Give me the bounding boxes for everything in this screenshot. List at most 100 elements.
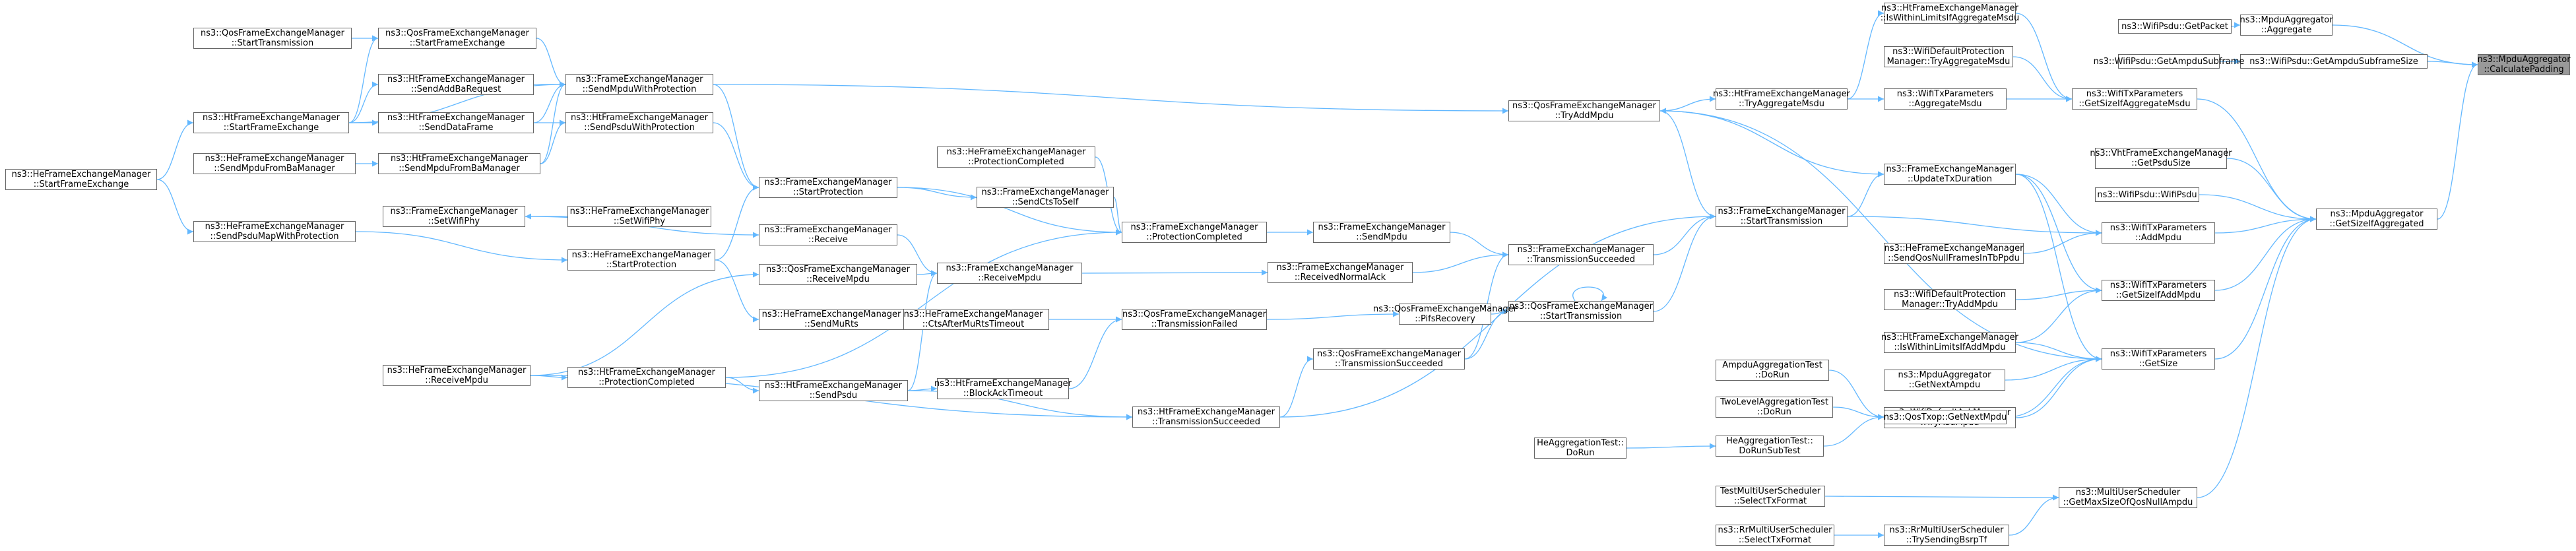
- graph-node-he-agg-sub[interactable]: HeAggregationTest::DoRunSubTest: [1716, 436, 1824, 457]
- graph-node-label: Manager::TryAddMpdu: [1902, 300, 1998, 309]
- graph-node-send-mu-rts[interactable]: ns3::HeFrameExchangeManager::SendMuRts: [759, 309, 904, 330]
- graph-node-mpdu-get-next[interactable]: ns3::MpduAggregator::GetNextAmpdu: [1884, 370, 2005, 391]
- graph-node-cts-after-mu[interactable]: ns3::HeFrameExchangeManager::CtsAfterMuR…: [897, 309, 1049, 330]
- graph-node-label: ::SendMuRts: [804, 319, 858, 329]
- graph-node-label: ns3::HtFrameExchangeManager: [1713, 89, 1850, 99]
- graph-node-qos-try-add-mpdu[interactable]: ns3::QosFrameExchangeManager::TryAddMpdu: [1508, 100, 1660, 121]
- graph-node-label: ns3::WifiPsdu::GetAmpduSubframe: [2093, 56, 2245, 67]
- graph-node-rr-select[interactable]: ns3::RrMultiUserScheduler::SelectTxForma…: [1716, 525, 1834, 546]
- graph-node-receive-mpdu[interactable]: ns3::FrameExchangeManager::ReceiveMpdu: [937, 263, 1082, 284]
- graph-node-get-ampdu-sub[interactable]: ns3::WifiPsdu::GetAmpduSubframe: [2094, 54, 2244, 69]
- graph-node-agg[interactable]: ns3::MpduAggregator::Aggregate: [2239, 15, 2333, 36]
- graph-node-label: ::GetNextAmpdu: [1908, 380, 1981, 390]
- graph-node-two-level[interactable]: TwoLevelAggregationTest::DoRun: [1716, 397, 1833, 418]
- graph-node-label: ::ProtectionCompleted: [968, 157, 1064, 167]
- call-edge: [2214, 216, 2317, 234]
- graph-node-update-tx[interactable]: ns3::FrameExchangeManager::UpdateTxDurat…: [1884, 164, 2016, 185]
- graph-node-get-size-if-agg-msdu[interactable]: ns3::WifiTxParameters::GetSizeIfAggregat…: [2072, 88, 2197, 110]
- graph-node-label: ::GetSizeIfAggregated: [2329, 219, 2424, 229]
- graph-node-send-qos-null[interactable]: ns3::HeFrameExchangeManager::SendQosNull…: [1884, 243, 2024, 264]
- graph-node-label: ns3::QosFrameExchangeManager: [1512, 101, 1656, 111]
- graph-node-he-agg-run[interactable]: HeAggregationTest::DoRun: [1534, 438, 1626, 459]
- graph-node-is-within-add[interactable]: ns3::HtFrameExchangeManager::IsWithinLim…: [1881, 332, 2018, 353]
- graph-node-he-set-wifi-phy[interactable]: ns3::HeFrameExchangeManager::SetWifiPhy: [567, 206, 711, 227]
- graph-node-send-mpdu-prot[interactable]: ns3::FrameExchangeManager::SendMpduWithP…: [565, 74, 713, 95]
- graph-node-get-size-if-agg[interactable]: ns3::MpduAggregator::GetSizeIfAggregated: [2316, 209, 2437, 230]
- graph-node-block-ack[interactable]: ns3::HtFrameExchangeManager::BlockAckTim…: [934, 378, 1072, 399]
- graph-node-he-send-psdu-map[interactable]: ns3::HeFrameExchangeManager::SendPsduMap…: [193, 221, 356, 242]
- graph-node-add-mpdu[interactable]: ns3::WifiTxParameters::AddMpdu: [2102, 222, 2215, 243]
- graph-node-qos-recv-mpdu[interactable]: ns3::QosFrameExchangeManager::ReceiveMpd…: [759, 264, 917, 285]
- graph-node-qos-start-tx[interactable]: ns3::QosFrameExchangeManager::StartTrans…: [1508, 301, 1654, 322]
- graph-node-set-wifi-phy[interactable]: ns3::FrameExchangeManager::SetWifiPhy: [383, 206, 525, 227]
- graph-node-qos-tx-succ[interactable]: ns3::QosFrameExchangeManager::Transmissi…: [1313, 348, 1465, 370]
- graph-node-label: ::ProtectionCompleted: [598, 377, 695, 387]
- graph-node-get-ampdu-size[interactable]: ns3::WifiPsdu::GetAmpduSubframeSize: [2240, 54, 2428, 69]
- graph-node-ht-start-fe[interactable]: ns3::HtFrameExchangeManager::StartFrameE…: [193, 112, 349, 133]
- graph-node-send-mpdu[interactable]: ns3::FrameExchangeManager::SendMpdu: [1313, 222, 1450, 243]
- call-edge: [897, 187, 977, 201]
- graph-node-label: ns3::FrameExchangeManager: [1130, 222, 1258, 232]
- graph-node-label: ::StartProtection: [606, 260, 677, 270]
- graph-node-is-within[interactable]: ns3::HtFrameExchangeManager::IsWithinLim…: [1881, 3, 2019, 24]
- call-edge: [2015, 287, 2102, 343]
- graph-node-get-packet[interactable]: ns3::WifiPsdu::GetPacket: [2118, 19, 2232, 34]
- graph-node-send-add-ba[interactable]: ns3::HtFrameExchangeManager::SendAddBaRe…: [378, 74, 534, 95]
- graph-node-rr-try-send[interactable]: ns3::RrMultiUserScheduler::TrySendingBsr…: [1884, 525, 2009, 546]
- graph-node-label: ::SendMpduFromBaManager: [399, 164, 520, 174]
- graph-node-receive[interactable]: ns3::FrameExchangeManager::Receive: [759, 224, 897, 245]
- graph-node-test-multi[interactable]: TestMultiUserScheduler::SelectTxFormat: [1716, 486, 1825, 507]
- call-edge: [2015, 174, 2102, 362]
- graph-node-root[interactable]: ns3::MpduAggregator::CalculatePadding: [2477, 54, 2571, 75]
- call-edge: [1572, 286, 1607, 302]
- graph-node-label: ns3::HtFrameExchangeManager: [1881, 3, 2018, 13]
- graph-node-tx-succeeded[interactable]: ns3::FrameExchangeManager::TransmissionS…: [1508, 244, 1654, 265]
- graph-node-ht-try-agg-msdu[interactable]: ns3::HtFrameExchangeManager::TryAggregat…: [1713, 88, 1850, 110]
- graph-node-label: ns3::HtFrameExchangeManager: [571, 113, 708, 123]
- graph-node-send-mpdu-from-ba[interactable]: ns3::HtFrameExchangeManager::SendMpduFro…: [378, 153, 540, 174]
- graph-node-agg-msdu[interactable]: ns3::WifiTxParameters::AggregateMsdu: [1884, 88, 2007, 110]
- graph-node-he-send-mpdu-from-ba[interactable]: ns3::HeFrameExchangeManager::SendMpduFro…: [193, 153, 356, 174]
- graph-node-pifs[interactable]: ns3::QosFrameExchangeManager::PifsRecove…: [1373, 304, 1517, 325]
- graph-node-vht-get-psdu[interactable]: ns3::VhtFrameExchangeManager::GetPsduSiz…: [2090, 148, 2232, 169]
- graph-node-ht-send-psdu[interactable]: ns3::HtFrameExchangeManager::SendPsdu: [759, 380, 908, 401]
- graph-node-send-cts[interactable]: ns3::FrameExchangeManager::SendCtsToSelf: [977, 187, 1114, 208]
- graph-node-send-data-frame[interactable]: ns3::HtFrameExchangeManager::SendDataFra…: [378, 112, 534, 133]
- call-edge: [1266, 311, 1400, 320]
- graph-node-label: ::StartFrameExchange: [409, 38, 505, 48]
- graph-node-he-start-fe[interactable]: ns3::HeFrameExchangeManager::StartFrameE…: [5, 169, 157, 190]
- graph-node-ht-prot-completed[interactable]: ns3::HtFrameExchangeManager::ProtectionC…: [567, 367, 726, 388]
- graph-node-label: ::Aggregate: [2261, 25, 2312, 35]
- call-edge: [1450, 232, 1509, 258]
- graph-node-ampdu-test[interactable]: AmpduAggregationTest::DoRun: [1716, 360, 1829, 381]
- graph-node-get-max-size[interactable]: ns3::MultiUserScheduler::GetMaxSizeOfQos…: [2059, 487, 2197, 508]
- graph-node-label: ns3::HeFrameExchangeManager: [205, 154, 344, 164]
- graph-node-label: ns3::WifiPsdu::WifiPsdu: [2097, 189, 2197, 200]
- graph-node-label: ns3::FrameExchangeManager: [390, 207, 518, 216]
- graph-node-label: ns3::FrameExchangeManager: [1276, 263, 1404, 273]
- graph-node-label: ns3::QosFrameExchangeManager: [1373, 304, 1518, 314]
- graph-node-he-start-prot[interactable]: ns3::HeFrameExchangeManager::StartProtec…: [567, 249, 715, 271]
- graph-node-qos-tx-failed[interactable]: ns3::QosFrameExchangeManager::Transmissi…: [1122, 309, 1267, 330]
- graph-node-send-psdu-prot[interactable]: ns3::HtFrameExchangeManager::SendPsduWit…: [565, 112, 713, 133]
- call-edge: [2009, 494, 2059, 536]
- graph-node-qos-start-fe[interactable]: ns3::QosFrameExchangeManager::StartFrame…: [378, 28, 536, 49]
- graph-node-recv-normal-ack[interactable]: ns3::FrameExchangeManager::ReceivedNorma…: [1268, 262, 1413, 283]
- graph-node-qos-start-tx-op[interactable]: ns3::QosFrameExchangeManager::StartTrans…: [193, 28, 352, 49]
- graph-node-he-recv-mpdu[interactable]: ns3::HeFrameExchangeManager::ReceiveMpdu: [383, 365, 531, 386]
- graph-node-get-size[interactable]: ns3::WifiTxParameters::GetSize: [2102, 348, 2215, 370]
- graph-node-label: ns3::HeFrameExchangeManager: [946, 147, 1086, 157]
- graph-node-wifi-psdu[interactable]: ns3::WifiPsdu::WifiPsdu: [2095, 187, 2199, 202]
- call-edge: [2015, 174, 2102, 294]
- graph-node-prot-completed[interactable]: ns3::FrameExchangeManager::ProtectionCom…: [1122, 222, 1267, 243]
- call-edge: [1491, 308, 1509, 315]
- graph-node-ht-tx-succ[interactable]: ns3::HtFrameExchangeManager::Transmissio…: [1132, 406, 1280, 428]
- graph-node-get-size-if-add-mpdu[interactable]: ns3::WifiTxParameters::GetSizeIfAddMpdu: [2102, 280, 2215, 301]
- graph-node-ht-prot-completed-top[interactable]: ns3::HeFrameExchangeManager::ProtectionC…: [937, 146, 1095, 168]
- graph-node-qos-get-next[interactable]: ns3::QosTxop::GetNextMpdu: [1884, 410, 2007, 424]
- graph-node-start-prot[interactable]: ns3::FrameExchangeManager::StartProtecti…: [759, 177, 897, 198]
- graph-node-start-tx[interactable]: ns3::FrameExchangeManager::StartTransmis…: [1716, 206, 1848, 227]
